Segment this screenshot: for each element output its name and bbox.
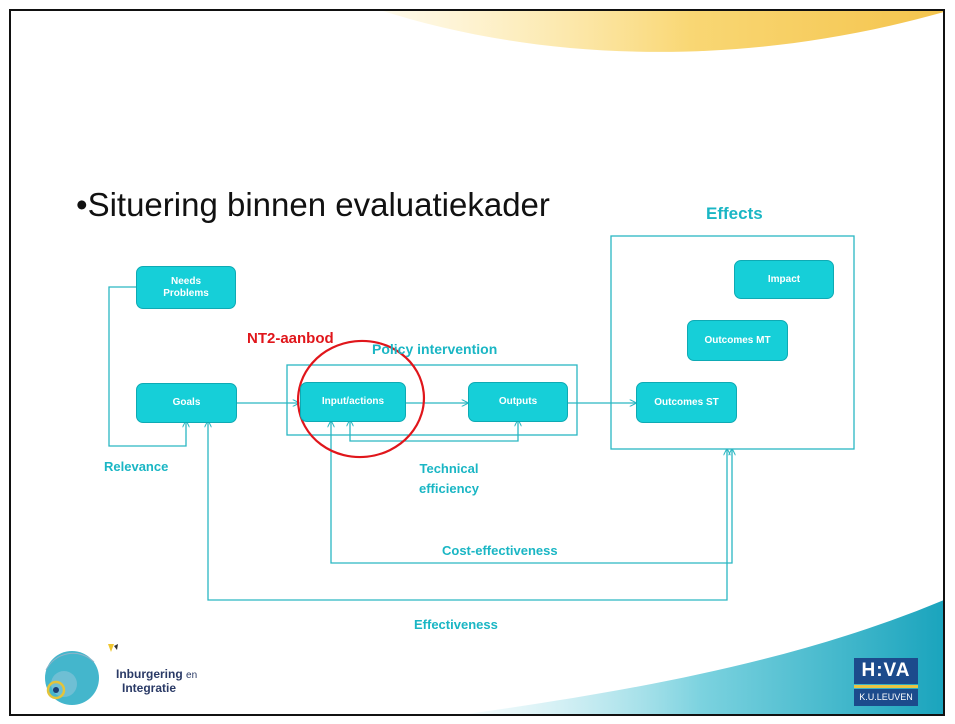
inburgering-logo xyxy=(45,644,118,705)
relevance-connector xyxy=(108,286,186,447)
effectiveness-connector xyxy=(208,421,727,601)
outcomes-mt-label: Outcomes MT xyxy=(704,334,771,346)
bottom-swoosh xyxy=(460,600,944,715)
needs-line: Needs xyxy=(170,275,201,287)
outcomes-st-label: Outcomes ST xyxy=(654,396,719,408)
policy-intervention-title: Policy intervention xyxy=(372,341,498,357)
effects-title: Effects xyxy=(706,204,763,223)
effectiveness-label: Effectiveness xyxy=(414,617,498,632)
technical-efficiency-connector xyxy=(350,420,518,442)
outcomes-st-box: Outcomes ST xyxy=(636,382,737,423)
logo-en: en xyxy=(186,670,198,681)
hiva-wordmark: H:VA xyxy=(854,658,918,684)
goals-label: Goals xyxy=(172,397,201,408)
relevance-label: Relevance xyxy=(104,459,169,474)
goals-box: Goals xyxy=(136,383,237,423)
inburgering-logo-text: Inburgering en Integratie xyxy=(116,668,197,694)
cost-effectiveness-connector xyxy=(331,421,732,564)
kuleuven-wordmark: K.U.LEUVEN xyxy=(854,689,918,706)
technical-efficiency-label: Technical efficiency xyxy=(419,459,479,499)
logo-inburgering: Inburgering xyxy=(116,667,183,681)
heading-bullet: • xyxy=(76,186,88,223)
outputs-box: Outputs xyxy=(468,382,568,422)
slide-heading: •Situering binnen evaluatiekader xyxy=(76,186,550,224)
nt2-highlight-circle xyxy=(296,339,426,459)
outcomes-mt-box: Outcomes MT xyxy=(687,320,788,361)
impact-box: Impact xyxy=(734,260,834,299)
input-actions-label: Input/actions xyxy=(321,396,385,407)
heading-text: Situering binnen evaluatiekader xyxy=(87,186,550,223)
logo-integratie: Integratie xyxy=(122,681,177,695)
technical-line: Technical xyxy=(419,461,479,476)
hiva-logo: H:VA K.U.LEUVEN xyxy=(854,658,918,706)
efficiency-line: efficiency xyxy=(419,481,479,496)
input-actions-box: Input/actions xyxy=(300,382,406,422)
nt2-aanbod-label: NT2-aanbod xyxy=(247,330,334,347)
outputs-label: Outputs xyxy=(498,396,538,407)
top-swoosh xyxy=(380,10,944,52)
cost-effectiveness-label: Cost-effectiveness xyxy=(442,543,558,558)
hiva-stripe xyxy=(854,685,918,688)
problems-line: Problems xyxy=(163,287,209,299)
impact-label: Impact xyxy=(767,273,801,285)
